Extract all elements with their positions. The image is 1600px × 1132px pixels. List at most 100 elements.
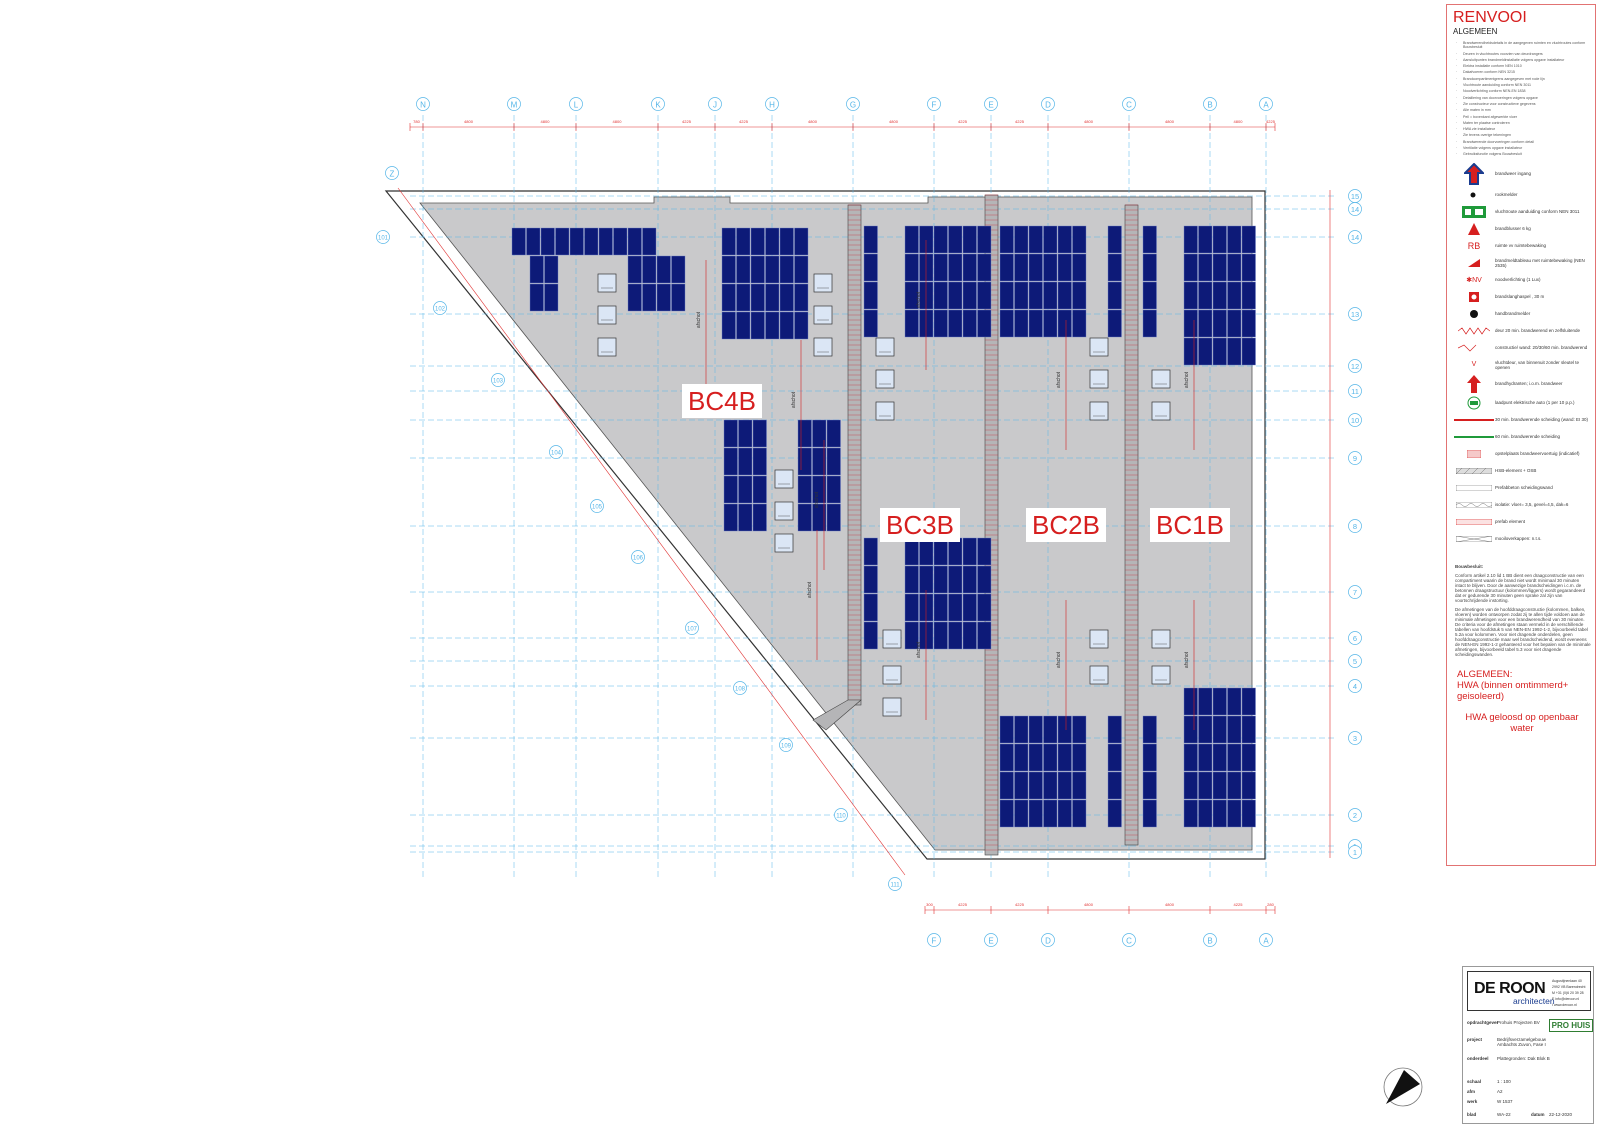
slope-label: afschot [1184,651,1190,668]
solar-panel [1142,771,1157,800]
brandslanghaspel-icon [1453,291,1495,302]
bottom-dimension-text: 4800 [1165,902,1175,907]
solar-panel [1241,799,1256,828]
solar-panel [529,283,544,312]
grid-bubble-right [1348,808,1362,822]
legend-symbol-row: brandslanghaspel , 30 m [1453,290,1591,304]
solar-panel [1227,771,1242,800]
solar-panel [797,447,812,476]
skylight [1151,401,1171,421]
solar-panel [723,475,738,504]
top-dimension-text: 4800 [808,119,818,124]
slope-label: afschot [814,491,820,508]
solar-panel [1107,771,1122,800]
grid-bubble-top [765,97,779,111]
compartment-wall-diagonal [812,699,862,731]
solar-panel [721,311,736,340]
skylight [813,305,833,325]
isolatie-icon [1453,501,1495,508]
solar-panel [962,309,977,338]
solar-panel [1107,225,1122,254]
solar-panel [1107,743,1122,772]
hwa-note-2: HWA geloosd op openbaar water [1465,711,1579,734]
opdrachtgever-row: opdrachtgeverProhuis Projecten BV [1467,1020,1540,1025]
grid-bubble-right [1348,519,1362,533]
grid-label-diagonal: 110 [836,814,846,820]
solar-panel [948,537,963,566]
solar-array [863,225,878,338]
legend-note: Brandcompartimentgrens aangegeven met ro… [1456,77,1591,82]
legend-symbol-label: prefab element [1495,519,1526,525]
solar-panel [1028,715,1043,744]
grid-label-top: F [932,101,937,110]
legend-symbol-label: 60 min. brandwerende scheiding [1495,434,1561,440]
legend-symbol-label: ruimte vv ruimtebewaking [1495,243,1547,249]
grid-label-diagonal: 107 [687,627,698,633]
prefab-scheiding-icon [1453,484,1495,491]
solar-panel [1198,799,1213,828]
top-dimension-text: 4225 [958,119,968,124]
legend-note: Maten ter plaatse controleren [1456,121,1591,126]
bottom-dimension-text: 280 [1267,902,1274,907]
grid-label-top: B [1207,101,1212,110]
solar-panel [977,253,992,282]
solar-panel [1212,337,1227,366]
grid-label-right: 10 [1351,416,1359,425]
solar-panel [1057,743,1072,772]
top-dimension-text: 4800 [889,119,899,124]
legend-symbol-label: vluchtdeur, van binnenuit zonder sleutel… [1495,359,1580,370]
solar-panel [933,225,948,254]
grid-label-right: 14 [1351,233,1359,242]
bottom-dimension-text: 300 [926,902,933,907]
grid-bubble-right [1348,451,1362,465]
bottom-dimension-text: 4225 [958,902,968,907]
zone-label-bc1b: BC1B [1150,508,1230,542]
solar-panel [1028,281,1043,310]
top-dimension-text: 4225 [739,119,749,124]
solar-panel [977,537,992,566]
solar-panel [977,281,992,310]
solar-panel [779,283,794,312]
legend-note: HWA zie installateur [1456,127,1591,132]
solar-array [511,227,657,256]
top-dimension-text: 4800 [464,119,474,124]
grid-label-bottom: F [932,937,937,946]
solar-panel [1212,743,1227,772]
solar-panel [723,447,738,476]
logo-main-text: DE ROON [1474,980,1546,997]
solar-panel [1227,715,1242,744]
grid-label-diagonal: 111 [890,883,900,889]
solar-panel [1241,715,1256,744]
solar-array [1107,225,1122,338]
grid-label-bottom: D [1045,937,1051,946]
legend-symbol-label: mooiloverkappen: n.t.s. [1495,536,1542,542]
solar-panel [1227,225,1242,254]
solar-panel [933,621,948,650]
solar-panel [933,593,948,622]
diagonal-dimension-line [397,187,906,876]
legend-symbol-row: prefab element [1453,515,1591,529]
skylight [1089,665,1109,685]
solar-panel [1183,309,1198,338]
solar-array [904,537,992,650]
grid-bubble-right [1348,202,1362,216]
solar-panel [529,255,544,284]
solar-panel [1198,225,1213,254]
legend-symbol-row: deur 20 min. brandwerend en zelfsluitend… [1453,324,1591,338]
solar-panel [544,283,559,312]
legend-symbol-label: isolatie: vloer= 3,5, gevel=4,5, dak=6 [1495,502,1569,508]
legend-symbol-label: laadpunt elektrische auto (1 per 10 p.p.… [1495,400,1575,406]
grid-label-top: J [713,101,717,110]
solar-panel [1183,743,1198,772]
solar-panel [656,283,671,312]
skylight [882,629,902,649]
solar-panel [962,537,977,566]
solar-panel [1057,225,1072,254]
skylight [1151,629,1171,649]
slope-label: afschot [1056,651,1062,668]
solar-panel [999,743,1014,772]
legend-title: RENVOOI [1453,9,1527,26]
north-arrow-icon [1383,1067,1423,1107]
solar-panel [962,565,977,594]
